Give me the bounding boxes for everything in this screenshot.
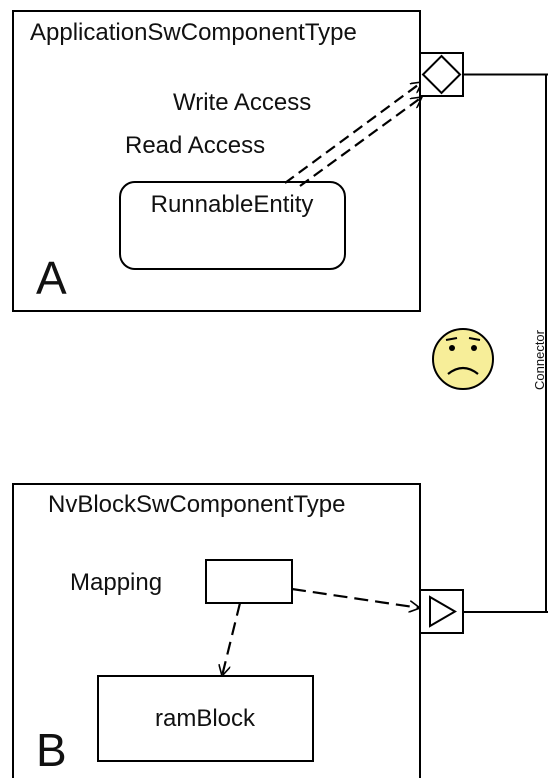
sad-face-background	[432, 328, 494, 390]
component-b: NvBlockSwComponentType Mapping ramBlock …	[12, 483, 421, 778]
port-b	[419, 589, 464, 634]
read-access-label: Read Access	[125, 132, 265, 159]
ram-block-label: ramBlock	[155, 705, 256, 732]
sad-face-mouth	[447, 366, 479, 375]
mapping-box	[205, 559, 293, 604]
mapping-label: Mapping	[70, 569, 162, 596]
component-a-title: ApplicationSwComponentType	[30, 19, 357, 46]
component-a-letter: A	[36, 252, 67, 304]
component-b-title: NvBlockSwComponentType	[48, 491, 345, 518]
port-a-diamond-icon	[421, 54, 462, 95]
component-a: ApplicationSwComponentType Write Access …	[12, 10, 421, 312]
runnable-entity-box	[119, 181, 346, 270]
write-access-arrow	[284, 82, 422, 184]
write-access-label: Write Access	[173, 89, 311, 116]
connector-label: Connector	[532, 329, 547, 390]
sad-face-icon	[432, 328, 494, 390]
connector: Connector	[463, 73, 548, 613]
read-access-arrow	[299, 97, 422, 187]
sad-face-right-brow	[468, 337, 481, 341]
sad-face-left-eye	[449, 345, 455, 351]
port-a	[419, 52, 464, 97]
sad-face-left-brow	[445, 337, 458, 341]
mapping-to-ramblock-arrow	[222, 602, 242, 676]
port-a-square	[419, 52, 464, 97]
ram-block-box	[97, 675, 314, 762]
port-b-triangle-icon	[429, 595, 457, 628]
runnable-entity-label: RunnableEntity	[151, 191, 314, 218]
component-b-letter: B	[36, 724, 67, 776]
sad-face-right-eye	[471, 345, 477, 351]
mapping-to-port-arrow	[291, 587, 420, 608]
